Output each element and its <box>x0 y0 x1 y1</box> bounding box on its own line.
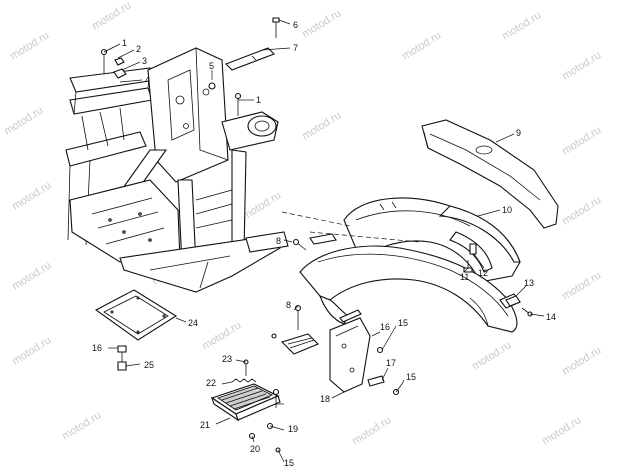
callout-10: 10 <box>502 205 512 215</box>
callout-17: 17 <box>386 358 396 368</box>
callout-1: 1 <box>122 38 127 48</box>
bolt-8-upper <box>292 233 337 251</box>
hardware-17 <box>367 346 403 396</box>
seat-panel-9 <box>421 119 559 229</box>
callout-20: 20 <box>250 444 260 454</box>
bracket-7 <box>225 17 280 71</box>
skid-plate-24 <box>94 289 178 341</box>
callout-3: 3 <box>142 56 147 66</box>
callout-1b: 1 <box>256 95 261 105</box>
callout-13: 13 <box>524 278 534 288</box>
callout-16: 16 <box>380 322 390 332</box>
leader-lines <box>103 19 545 463</box>
frame <box>65 47 289 293</box>
callout-16-left: 16 <box>92 343 102 353</box>
callout-5: 5 <box>209 61 214 71</box>
hardware-lower <box>248 388 281 453</box>
callout-8-mid: 8 <box>286 300 291 310</box>
footrest-bracket <box>271 304 319 355</box>
callout-19: 19 <box>288 424 298 434</box>
assembly-line <box>309 231 421 243</box>
mud-flap-18 <box>329 309 371 393</box>
callout-9: 9 <box>516 128 521 138</box>
clip-11-12 <box>463 243 477 273</box>
callout-labels: 1 2 3 4 5 6 7 1 8 9 10 11 12 13 14 15 16… <box>92 20 556 468</box>
front-fender <box>299 245 521 333</box>
callout-7: 7 <box>293 43 298 53</box>
part-13 <box>505 295 521 307</box>
callout-2: 2 <box>136 44 141 54</box>
callout-4: 4 <box>145 75 150 85</box>
assembly-line <box>281 211 351 227</box>
callout-23: 23 <box>222 354 232 364</box>
callout-15-right: 15 <box>406 372 416 382</box>
callout-11: 11 <box>460 272 469 282</box>
spring-22-23 <box>231 359 257 383</box>
callout-24: 24 <box>188 318 198 328</box>
callout-6: 6 <box>293 20 298 30</box>
callout-15: 15 <box>398 318 408 328</box>
bolt-16-25 <box>117 345 127 371</box>
callout-15-lower: 15 <box>284 458 294 468</box>
callout-21: 21 <box>200 420 210 430</box>
callout-18: 18 <box>320 394 330 404</box>
callout-8-upper: 8 <box>276 236 281 246</box>
screw-14 <box>521 307 533 317</box>
rear-fender-10 <box>343 197 521 283</box>
callout-12: 12 <box>478 268 488 278</box>
hardware-top <box>100 48 242 116</box>
callout-22: 22 <box>206 378 216 388</box>
footrest-plate-21 <box>210 383 281 422</box>
callout-14: 14 <box>546 312 556 322</box>
callout-25: 25 <box>144 360 154 370</box>
